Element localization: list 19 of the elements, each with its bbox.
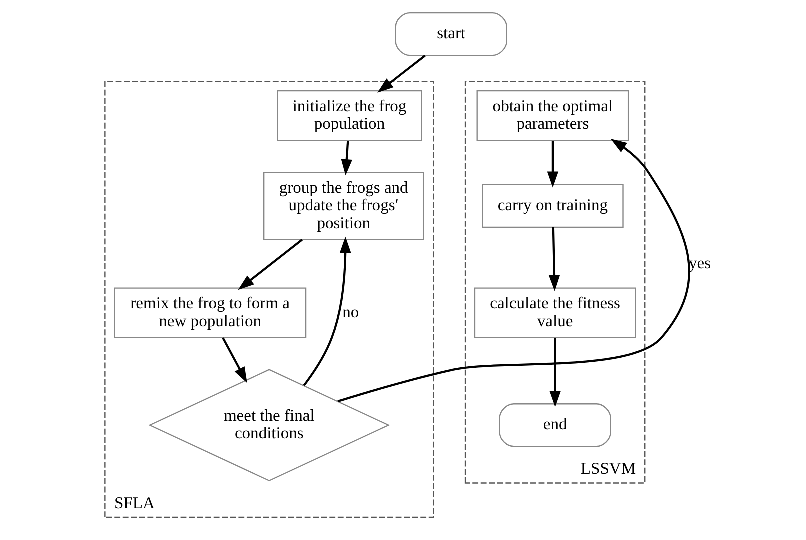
arrow (222, 338, 247, 384)
node-box: end (498, 404, 611, 448)
node-box: initialize the frog population (276, 90, 422, 142)
arrow (377, 55, 426, 93)
arrow (548, 228, 560, 292)
arrow (238, 239, 302, 290)
edge-label: no (342, 302, 359, 322)
arrow (546, 141, 558, 188)
node-box: group the frogs and update the frogs′ position (263, 172, 424, 240)
node-box: start (394, 12, 507, 56)
arrow (549, 338, 560, 408)
node-box: calculate the fitness value (474, 288, 636, 339)
arrow (302, 236, 351, 386)
node-box: carry on training (482, 184, 624, 228)
node-diamond: meet the final conditions (148, 369, 390, 482)
node-box: remix the frog to form a new population (114, 288, 306, 339)
arrow (340, 140, 352, 176)
node-box: obtain the optimal parameters (476, 90, 629, 142)
arrow (337, 139, 690, 403)
